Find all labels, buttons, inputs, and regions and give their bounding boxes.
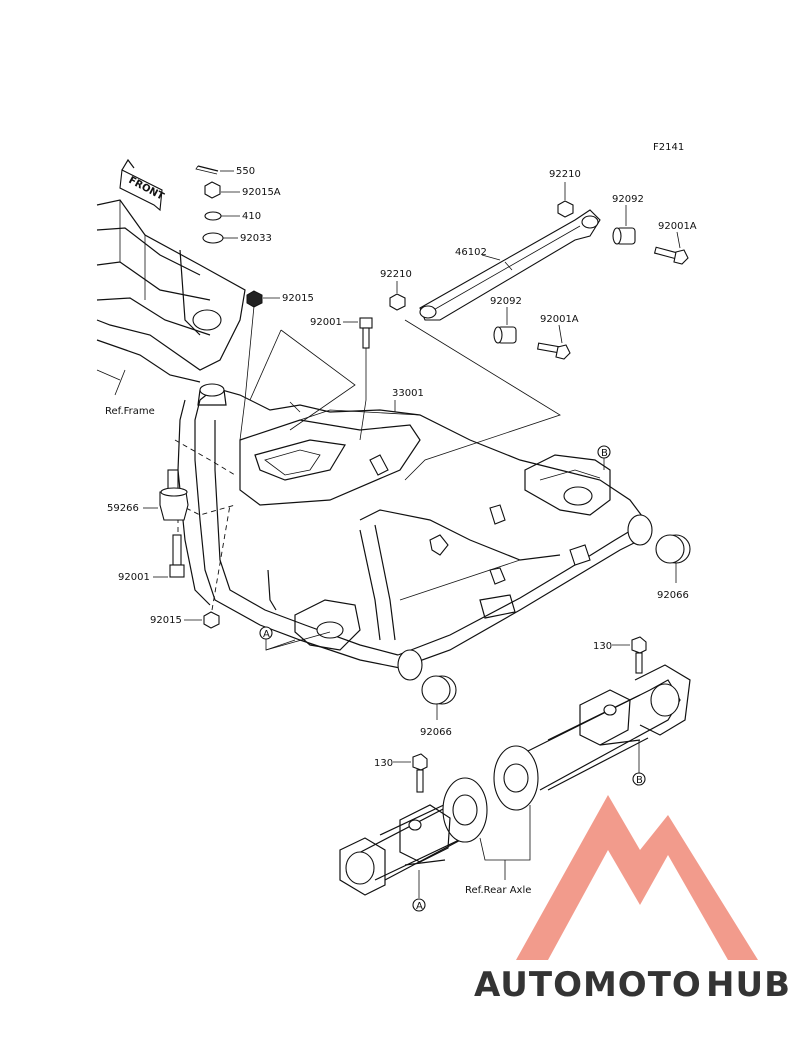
part-label-410: 410 — [242, 211, 261, 222]
bolt-icon — [612, 636, 647, 674]
engine-mount-icon — [143, 469, 189, 521]
automotohub-logo: AUTOMOTO HUB — [474, 795, 791, 1005]
bolt-icon — [537, 342, 571, 360]
bushing-icon — [612, 227, 636, 245]
callout-a-label: A — [263, 629, 270, 640]
part-label-130-right: 130 — [593, 641, 612, 652]
end-cap-icon — [421, 675, 457, 720]
part-label-92092-b: 92092 — [490, 296, 522, 307]
part-label-92001-top: 92001 — [310, 317, 342, 328]
watermark-text-2: HUB — [706, 965, 791, 1005]
bolt-icon — [153, 534, 185, 578]
part-label-59266: 59266 — [107, 503, 139, 514]
part-label-92015-left: 92015 — [150, 615, 182, 626]
callout-b-axle-label: B — [636, 775, 643, 786]
ring-icon — [202, 232, 224, 244]
front-arrow-icon: FRONT — [119, 158, 166, 212]
ref-rear-axle-label: Ref.Rear Axle — [465, 885, 531, 896]
part-label-92015A: 92015A — [242, 187, 281, 198]
part-label-92066-right: 92066 — [657, 590, 689, 601]
bolt-icon — [393, 753, 428, 793]
frame-33001-drawing — [177, 383, 653, 681]
part-label-92210-b: 92210 — [380, 269, 412, 280]
hardware-stack — [195, 165, 240, 244]
part-label-92001-left: 92001 — [118, 572, 150, 583]
nut-icon — [184, 611, 220, 629]
callout-a-circle-axle — [412, 898, 426, 912]
figure-code: F2141 — [653, 142, 684, 153]
bushing-icon — [493, 326, 517, 344]
part-label-130-left: 130 — [374, 758, 393, 769]
nut-icon — [246, 290, 280, 308]
part-label-92015-top: 92015 — [282, 293, 314, 304]
watermark-text-1: AUTOMOTO — [474, 965, 702, 1005]
end-cap-icon — [655, 534, 691, 583]
part-label-46102: 46102 — [455, 247, 487, 258]
washer-icon — [204, 211, 222, 221]
callout-a-axle-label: A — [416, 901, 423, 912]
part-label-92033: 92033 — [240, 233, 272, 244]
ref-frame-drawing: Ref.Frame — [96, 199, 246, 417]
rear-axle-left-icon — [339, 777, 488, 896]
bolt-icon — [343, 317, 373, 349]
part-label-92066-bottom: 92066 — [420, 727, 452, 738]
rear-axle-right-icon — [493, 664, 691, 811]
part-label-92001A-b: 92001A — [540, 314, 579, 325]
part-label-92001A-a: 92001A — [658, 221, 697, 232]
nut-icon — [389, 293, 406, 311]
callout-b-circle-axle — [632, 772, 646, 786]
part-label-92092-a: 92092 — [612, 194, 644, 205]
nut-icon — [557, 200, 574, 218]
bolt-icon — [653, 246, 689, 265]
torque-link-icon — [419, 209, 601, 321]
ref-frame-label: Ref.Frame — [105, 406, 155, 417]
part-label-33001: 33001 — [392, 388, 424, 399]
part-label-550: 550 — [236, 166, 255, 177]
callout-b-label: B — [601, 448, 608, 459]
castle-nut-icon — [204, 181, 221, 199]
cotter-pin-icon — [197, 165, 219, 172]
part-label-92210-a: 92210 — [549, 169, 581, 180]
